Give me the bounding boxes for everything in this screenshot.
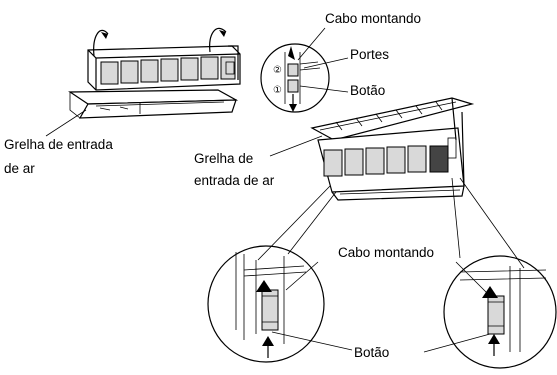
label-botao-bottom: Botão [354,345,390,360]
detail-circle-top [260,43,330,113]
label-portes: Portes [350,47,390,62]
label-grelha-mid-2: entrada de ar [194,173,275,188]
label-cabo-montando-top: Cabo montando [325,11,422,26]
detail-circle-bottom-right [443,255,557,369]
leader-botao-bottom-left [271,331,353,351]
leader-cabo-top [297,27,326,61]
marker-step2: ② [273,65,282,76]
leader-grelha-mid [269,135,323,157]
unit-center [310,97,475,201]
intake-grille-panel-left [68,89,239,119]
detail-circle-bottom-left [207,245,325,363]
label-grelha-left-1: Grelha de entrada [4,137,113,152]
leader-portes [303,57,349,69]
label-grelha-left-2: de ar [4,161,35,176]
unit-top-left [87,45,241,91]
marker-step1: ① [273,85,282,96]
leader-grelha-left [45,109,87,137]
leader-cabo-bottom-left [285,261,319,291]
lift-arrows-top-left [93,27,227,57]
leader-botao-bottom-right [423,333,491,353]
leader-botao-top [299,85,349,93]
zoom-lines [257,177,525,269]
label-cabo-montando-bottom: Cabo montando [338,245,435,260]
leader-cabo-bottom-right [455,261,491,297]
label-botao-top: Botão [350,83,386,98]
label-grelha-mid-1: Grelha de [194,151,254,166]
